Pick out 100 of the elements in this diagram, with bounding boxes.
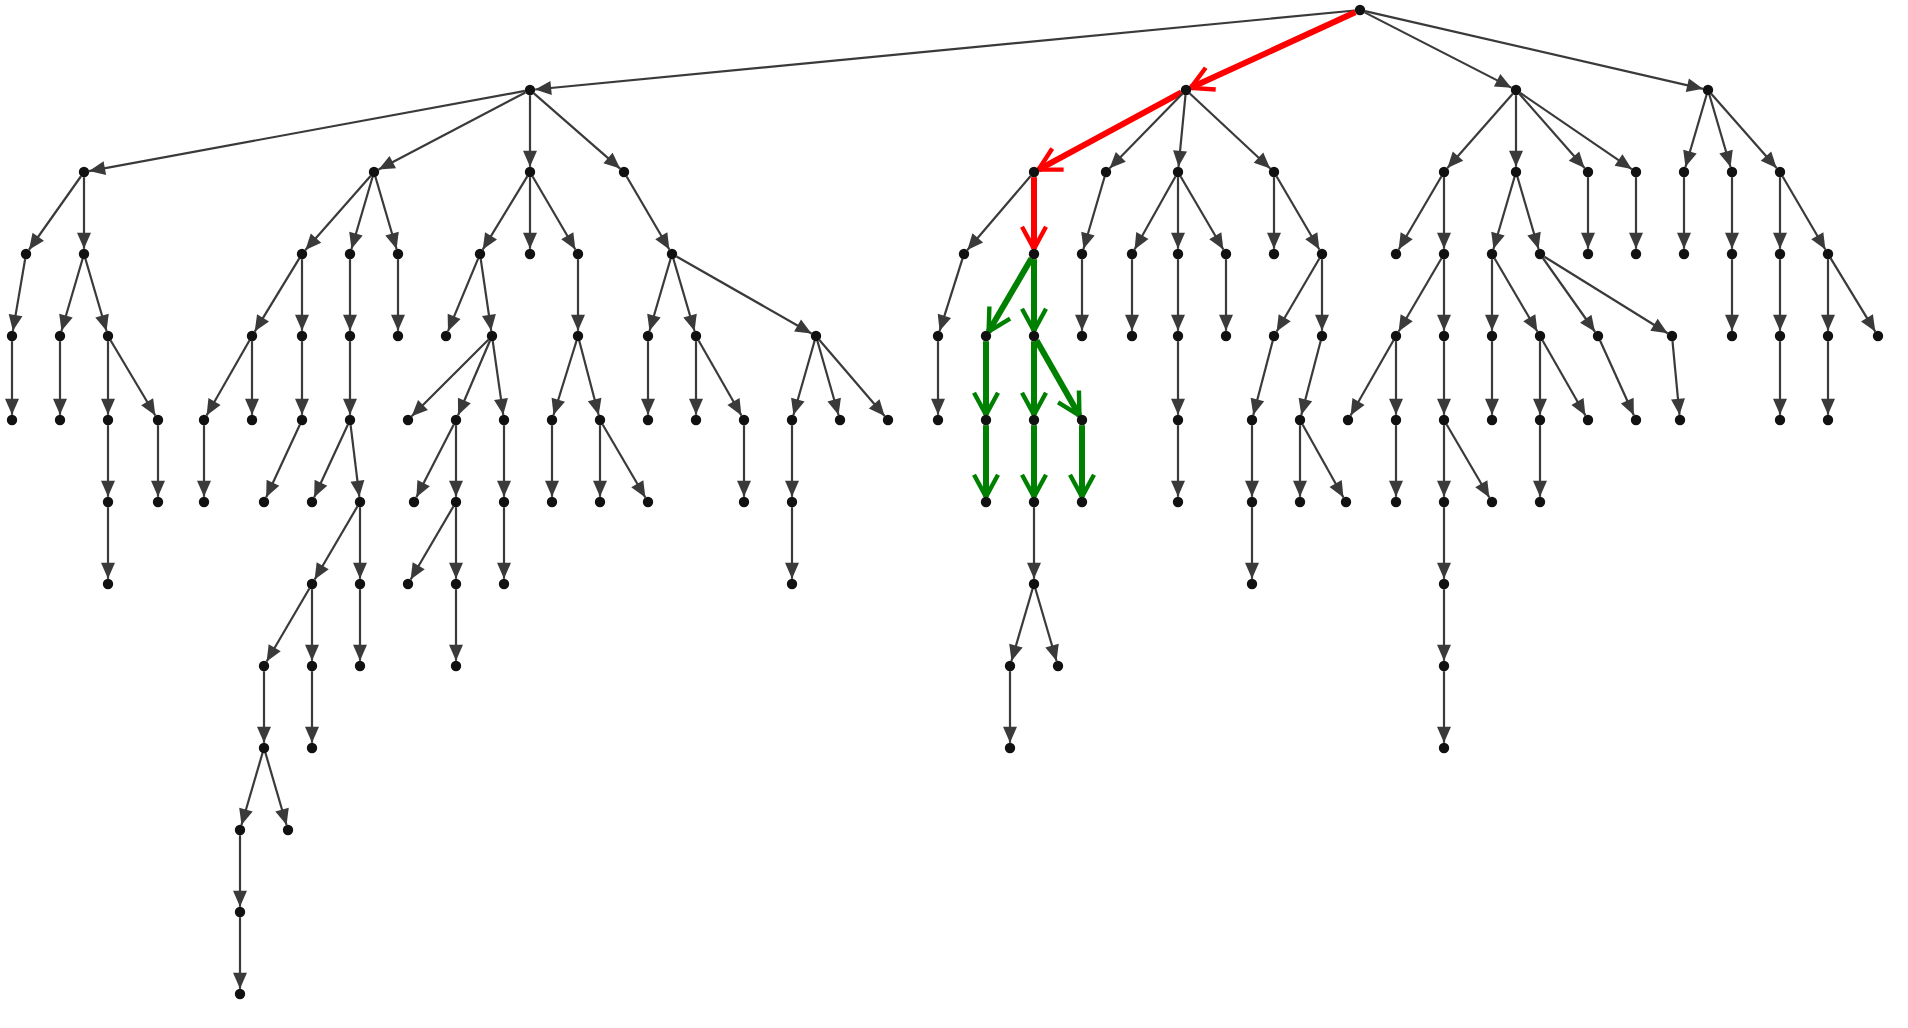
arrow bbox=[1397, 257, 1443, 333]
node-dot bbox=[1774, 248, 1786, 260]
arrow bbox=[1173, 95, 1187, 167]
arrow bbox=[1519, 92, 1633, 170]
arrow bbox=[1581, 177, 1595, 249]
node-dot bbox=[1666, 330, 1678, 342]
node-dot bbox=[1822, 414, 1834, 426]
node-dot bbox=[258, 660, 270, 672]
node-dot bbox=[1774, 166, 1786, 178]
arrow bbox=[1364, 11, 1512, 89]
arrow bbox=[479, 259, 496, 331]
arrow bbox=[785, 425, 799, 497]
node-dot bbox=[1534, 248, 1546, 260]
arrow bbox=[1019, 341, 1049, 417]
node-dot bbox=[498, 414, 510, 426]
arrow bbox=[1542, 257, 1596, 333]
node-dot bbox=[246, 414, 258, 426]
arrow bbox=[1389, 425, 1403, 497]
arrow bbox=[353, 589, 367, 661]
arrow bbox=[449, 507, 463, 579]
arrow bbox=[1075, 259, 1089, 331]
arrow bbox=[264, 752, 289, 826]
arrow bbox=[1315, 259, 1329, 331]
arrow bbox=[647, 258, 672, 332]
arrow bbox=[1250, 340, 1274, 416]
arrow bbox=[1725, 177, 1739, 249]
arrow bbox=[1081, 176, 1106, 250]
arrow bbox=[986, 256, 1034, 334]
node-dot bbox=[1220, 330, 1232, 342]
node-dot bbox=[1486, 330, 1498, 342]
arrow bbox=[1036, 89, 1183, 173]
node-dot bbox=[1438, 660, 1450, 672]
arrow bbox=[1518, 93, 1586, 169]
node-dot bbox=[102, 330, 114, 342]
node-dot bbox=[642, 496, 654, 508]
arrow bbox=[1773, 341, 1787, 415]
node-dot bbox=[1678, 166, 1690, 178]
arrow bbox=[1275, 175, 1321, 251]
node-dot bbox=[234, 988, 246, 1000]
node-dot bbox=[1726, 248, 1738, 260]
arrow bbox=[1179, 175, 1225, 251]
node-dot bbox=[198, 496, 210, 508]
arrow bbox=[59, 258, 84, 332]
node-dot bbox=[1076, 248, 1088, 260]
arrow bbox=[1125, 259, 1139, 331]
node-dot bbox=[1486, 414, 1498, 426]
node-dot bbox=[1028, 496, 1040, 508]
node-dot bbox=[450, 660, 462, 672]
node-dot bbox=[1126, 330, 1138, 342]
arrow bbox=[1133, 176, 1177, 250]
arrow bbox=[305, 589, 319, 661]
node-dot bbox=[524, 166, 536, 178]
arrow bbox=[1445, 423, 1491, 499]
node-dot bbox=[546, 414, 558, 426]
arrow bbox=[101, 507, 115, 579]
node-dot bbox=[1126, 248, 1138, 260]
arrow bbox=[785, 507, 799, 579]
node-dot bbox=[258, 496, 270, 508]
arrow bbox=[1671, 341, 1685, 415]
arrow bbox=[571, 259, 585, 331]
arrow bbox=[578, 340, 602, 416]
node-dot bbox=[1028, 330, 1040, 342]
node-dot bbox=[78, 166, 90, 178]
arrow bbox=[28, 175, 82, 251]
node-dot bbox=[344, 248, 356, 260]
arrow bbox=[1485, 259, 1499, 331]
arrow bbox=[313, 505, 359, 581]
node-dot bbox=[1534, 414, 1546, 426]
arrow bbox=[523, 95, 537, 167]
node-dot bbox=[1630, 166, 1642, 178]
node-dot bbox=[1592, 330, 1604, 342]
node-dot bbox=[1438, 330, 1450, 342]
arrow bbox=[1188, 9, 1357, 92]
node-dot bbox=[1438, 414, 1450, 426]
node-dot bbox=[738, 496, 750, 508]
node-dot bbox=[810, 330, 822, 342]
arrow bbox=[1267, 177, 1281, 249]
node-dot bbox=[1630, 248, 1642, 260]
arrow bbox=[1389, 341, 1403, 415]
node-dot bbox=[1342, 414, 1354, 426]
node-dot bbox=[402, 414, 414, 426]
node-dot bbox=[258, 742, 270, 754]
arrow bbox=[1485, 341, 1499, 415]
arrow bbox=[531, 175, 577, 251]
arrow bbox=[491, 341, 508, 415]
arrow bbox=[257, 671, 271, 743]
arrow bbox=[415, 424, 455, 498]
arrow bbox=[77, 177, 91, 249]
arrow bbox=[523, 177, 537, 249]
arrow bbox=[971, 341, 1001, 417]
node-dot bbox=[1294, 414, 1306, 426]
node-dot bbox=[738, 414, 750, 426]
arrow bbox=[410, 338, 490, 418]
node-dot bbox=[498, 496, 510, 508]
arrow bbox=[689, 341, 703, 415]
node-dot bbox=[1582, 166, 1594, 178]
arrow bbox=[233, 835, 247, 907]
arrow bbox=[481, 175, 529, 251]
node-dot bbox=[1510, 84, 1522, 96]
arrow bbox=[625, 175, 671, 251]
